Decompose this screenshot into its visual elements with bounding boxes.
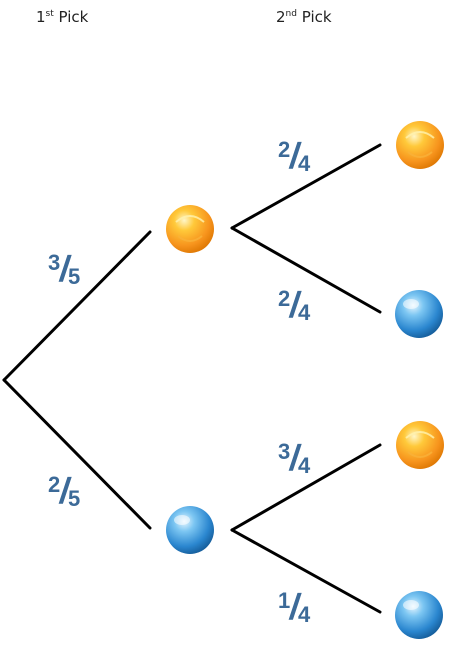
branch-line-first-orange (2, 230, 152, 382)
header-ordinal-suffix: st (45, 9, 54, 19)
branch-line-orange-orange (230, 143, 382, 230)
fraction-numerator: 2 (48, 472, 61, 497)
blue-marble-icon (166, 506, 214, 554)
fraction-numerator: 3 (48, 250, 61, 275)
prob-orange-orange: 2 / 4 (276, 135, 324, 181)
prob-blue-orange: 3 / 4 (276, 437, 324, 483)
prob-first-orange: 3 / 5 (46, 248, 94, 294)
blue-marble-icon (395, 290, 443, 338)
fraction-denominator: 4 (298, 300, 311, 325)
fraction-denominator: 4 (298, 602, 311, 627)
fraction-numerator: 2 (278, 286, 291, 311)
header-ordinal: 1 (36, 8, 46, 26)
fraction-denominator: 4 (298, 151, 311, 176)
fraction-denominator: 5 (68, 264, 81, 289)
branch-line-orange-blue (230, 226, 382, 314)
header-ordinal-suffix: nd (285, 9, 297, 19)
prob-orange-blue: 2 / 4 (276, 284, 324, 330)
second-pick-header: 2nd Pick (276, 8, 332, 26)
branch-line-blue-blue (230, 528, 382, 614)
first-pick-header: 1st Pick (36, 8, 88, 26)
branch-line-blue-orange (230, 443, 382, 532)
orange-marble-icon (396, 121, 444, 169)
branch-lines (2, 143, 382, 614)
orange-marble-icon (166, 205, 214, 253)
fraction-denominator: 4 (298, 453, 311, 478)
orange-marble-icon (396, 421, 444, 469)
branch-line-first-blue (2, 378, 152, 530)
fraction-denominator: 5 (68, 486, 81, 511)
blue-marble-icon (395, 591, 443, 639)
prob-blue-blue: 1 / 4 (276, 586, 324, 632)
fraction-numerator: 3 (278, 439, 291, 464)
fraction-numerator: 2 (278, 137, 291, 162)
fraction-numerator: 1 (278, 588, 291, 613)
header-label: Pick (53, 8, 89, 26)
header-ordinal: 2 (276, 8, 286, 26)
prob-first-blue: 2 / 5 (46, 470, 94, 516)
header-label: Pick (296, 8, 332, 26)
